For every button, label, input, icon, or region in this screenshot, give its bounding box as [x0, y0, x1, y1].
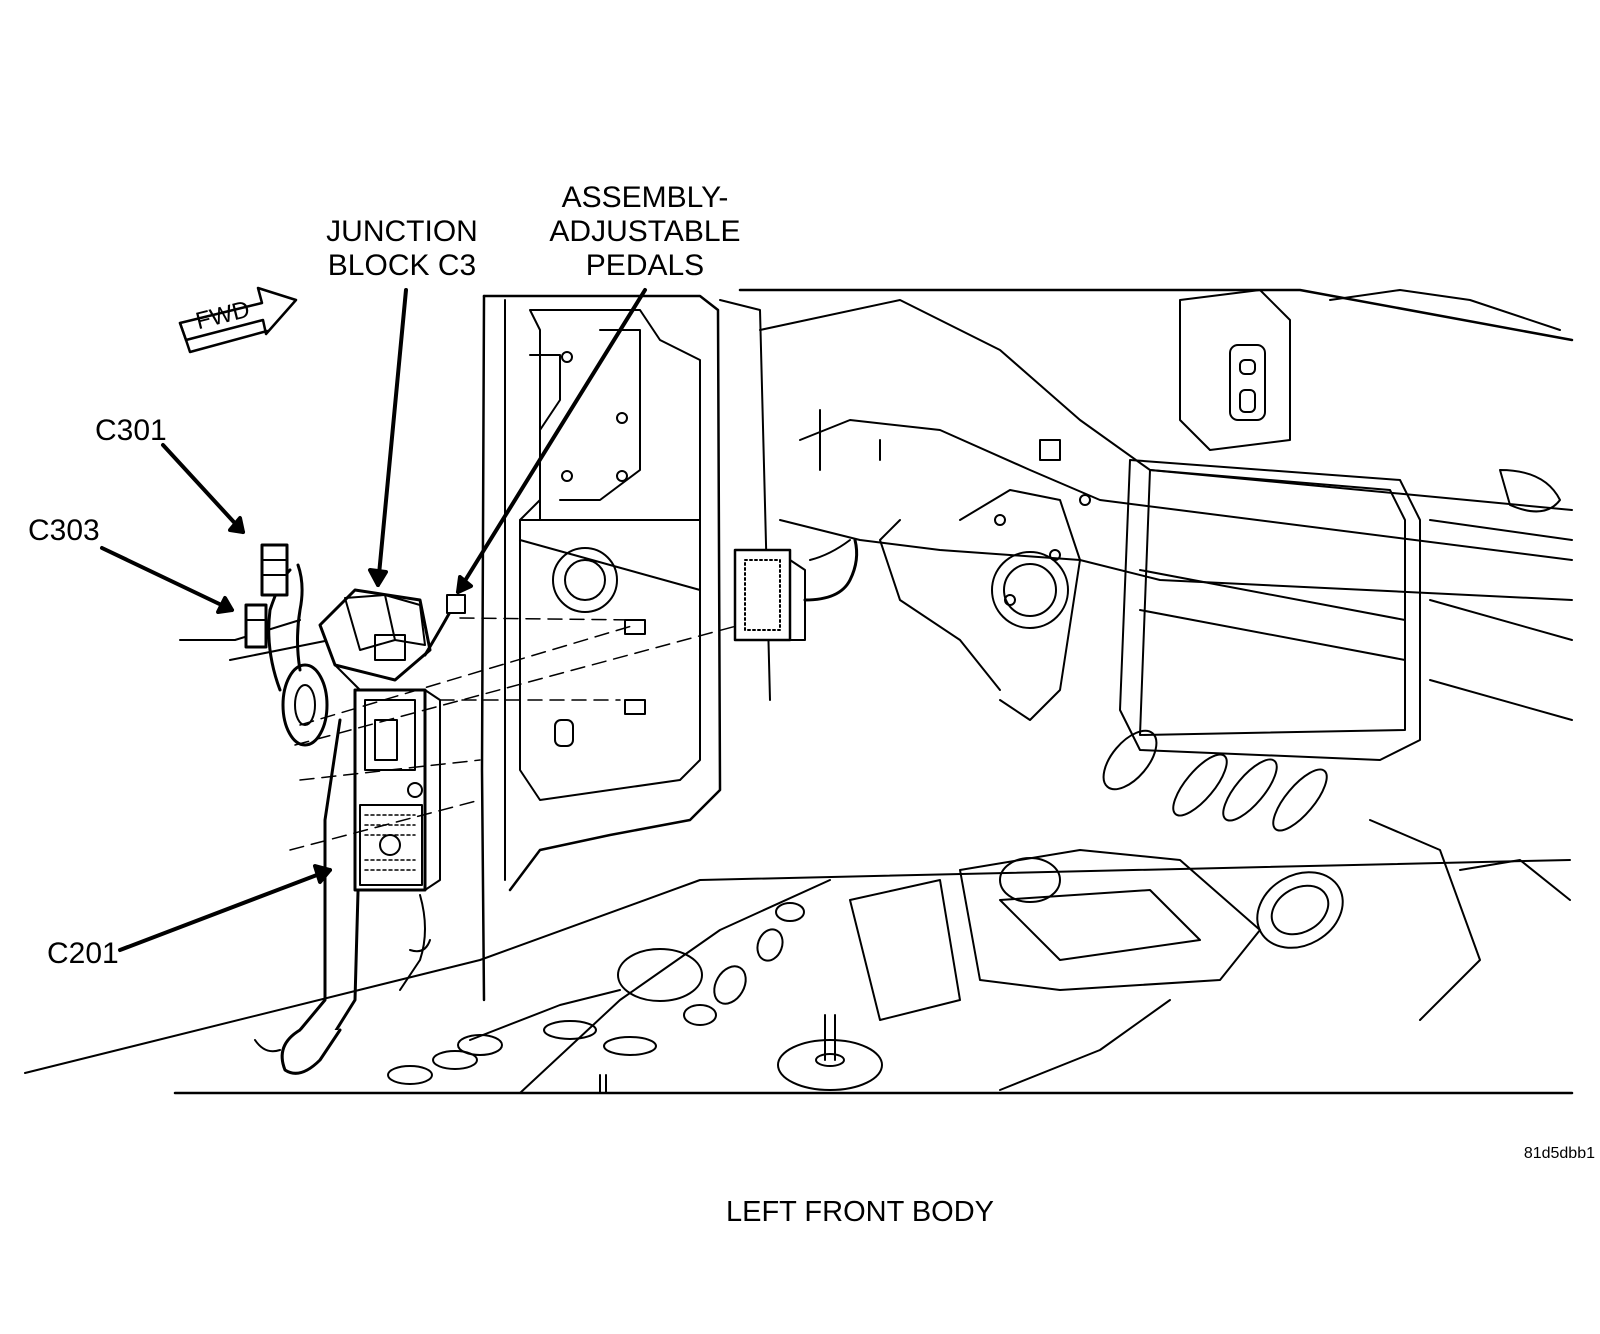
wiring-harness	[179, 538, 859, 1075]
vehicle-body-structure	[24, 288, 1574, 1095]
callout-arrows	[100, 288, 647, 952]
junction-block-label-line1: JUNCTION	[326, 215, 478, 248]
assembly-pedals-label-line2: ADJUSTABLE	[549, 215, 741, 248]
c301-label: C301	[95, 414, 167, 447]
figure-caption: LEFT FRONT BODY	[725, 1196, 995, 1228]
image-code: 81d5dbb1	[1523, 1145, 1595, 1162]
fwd-arrow-icon	[178, 286, 298, 354]
c303-label: C303	[28, 514, 100, 547]
assembly-pedals-label-line1: ASSEMBLY-	[561, 181, 729, 214]
junction-block-label-line2: BLOCK C3	[327, 249, 477, 282]
assembly-pedals-label-line3: PEDALS	[585, 249, 705, 282]
c201-label: C201	[47, 937, 119, 970]
